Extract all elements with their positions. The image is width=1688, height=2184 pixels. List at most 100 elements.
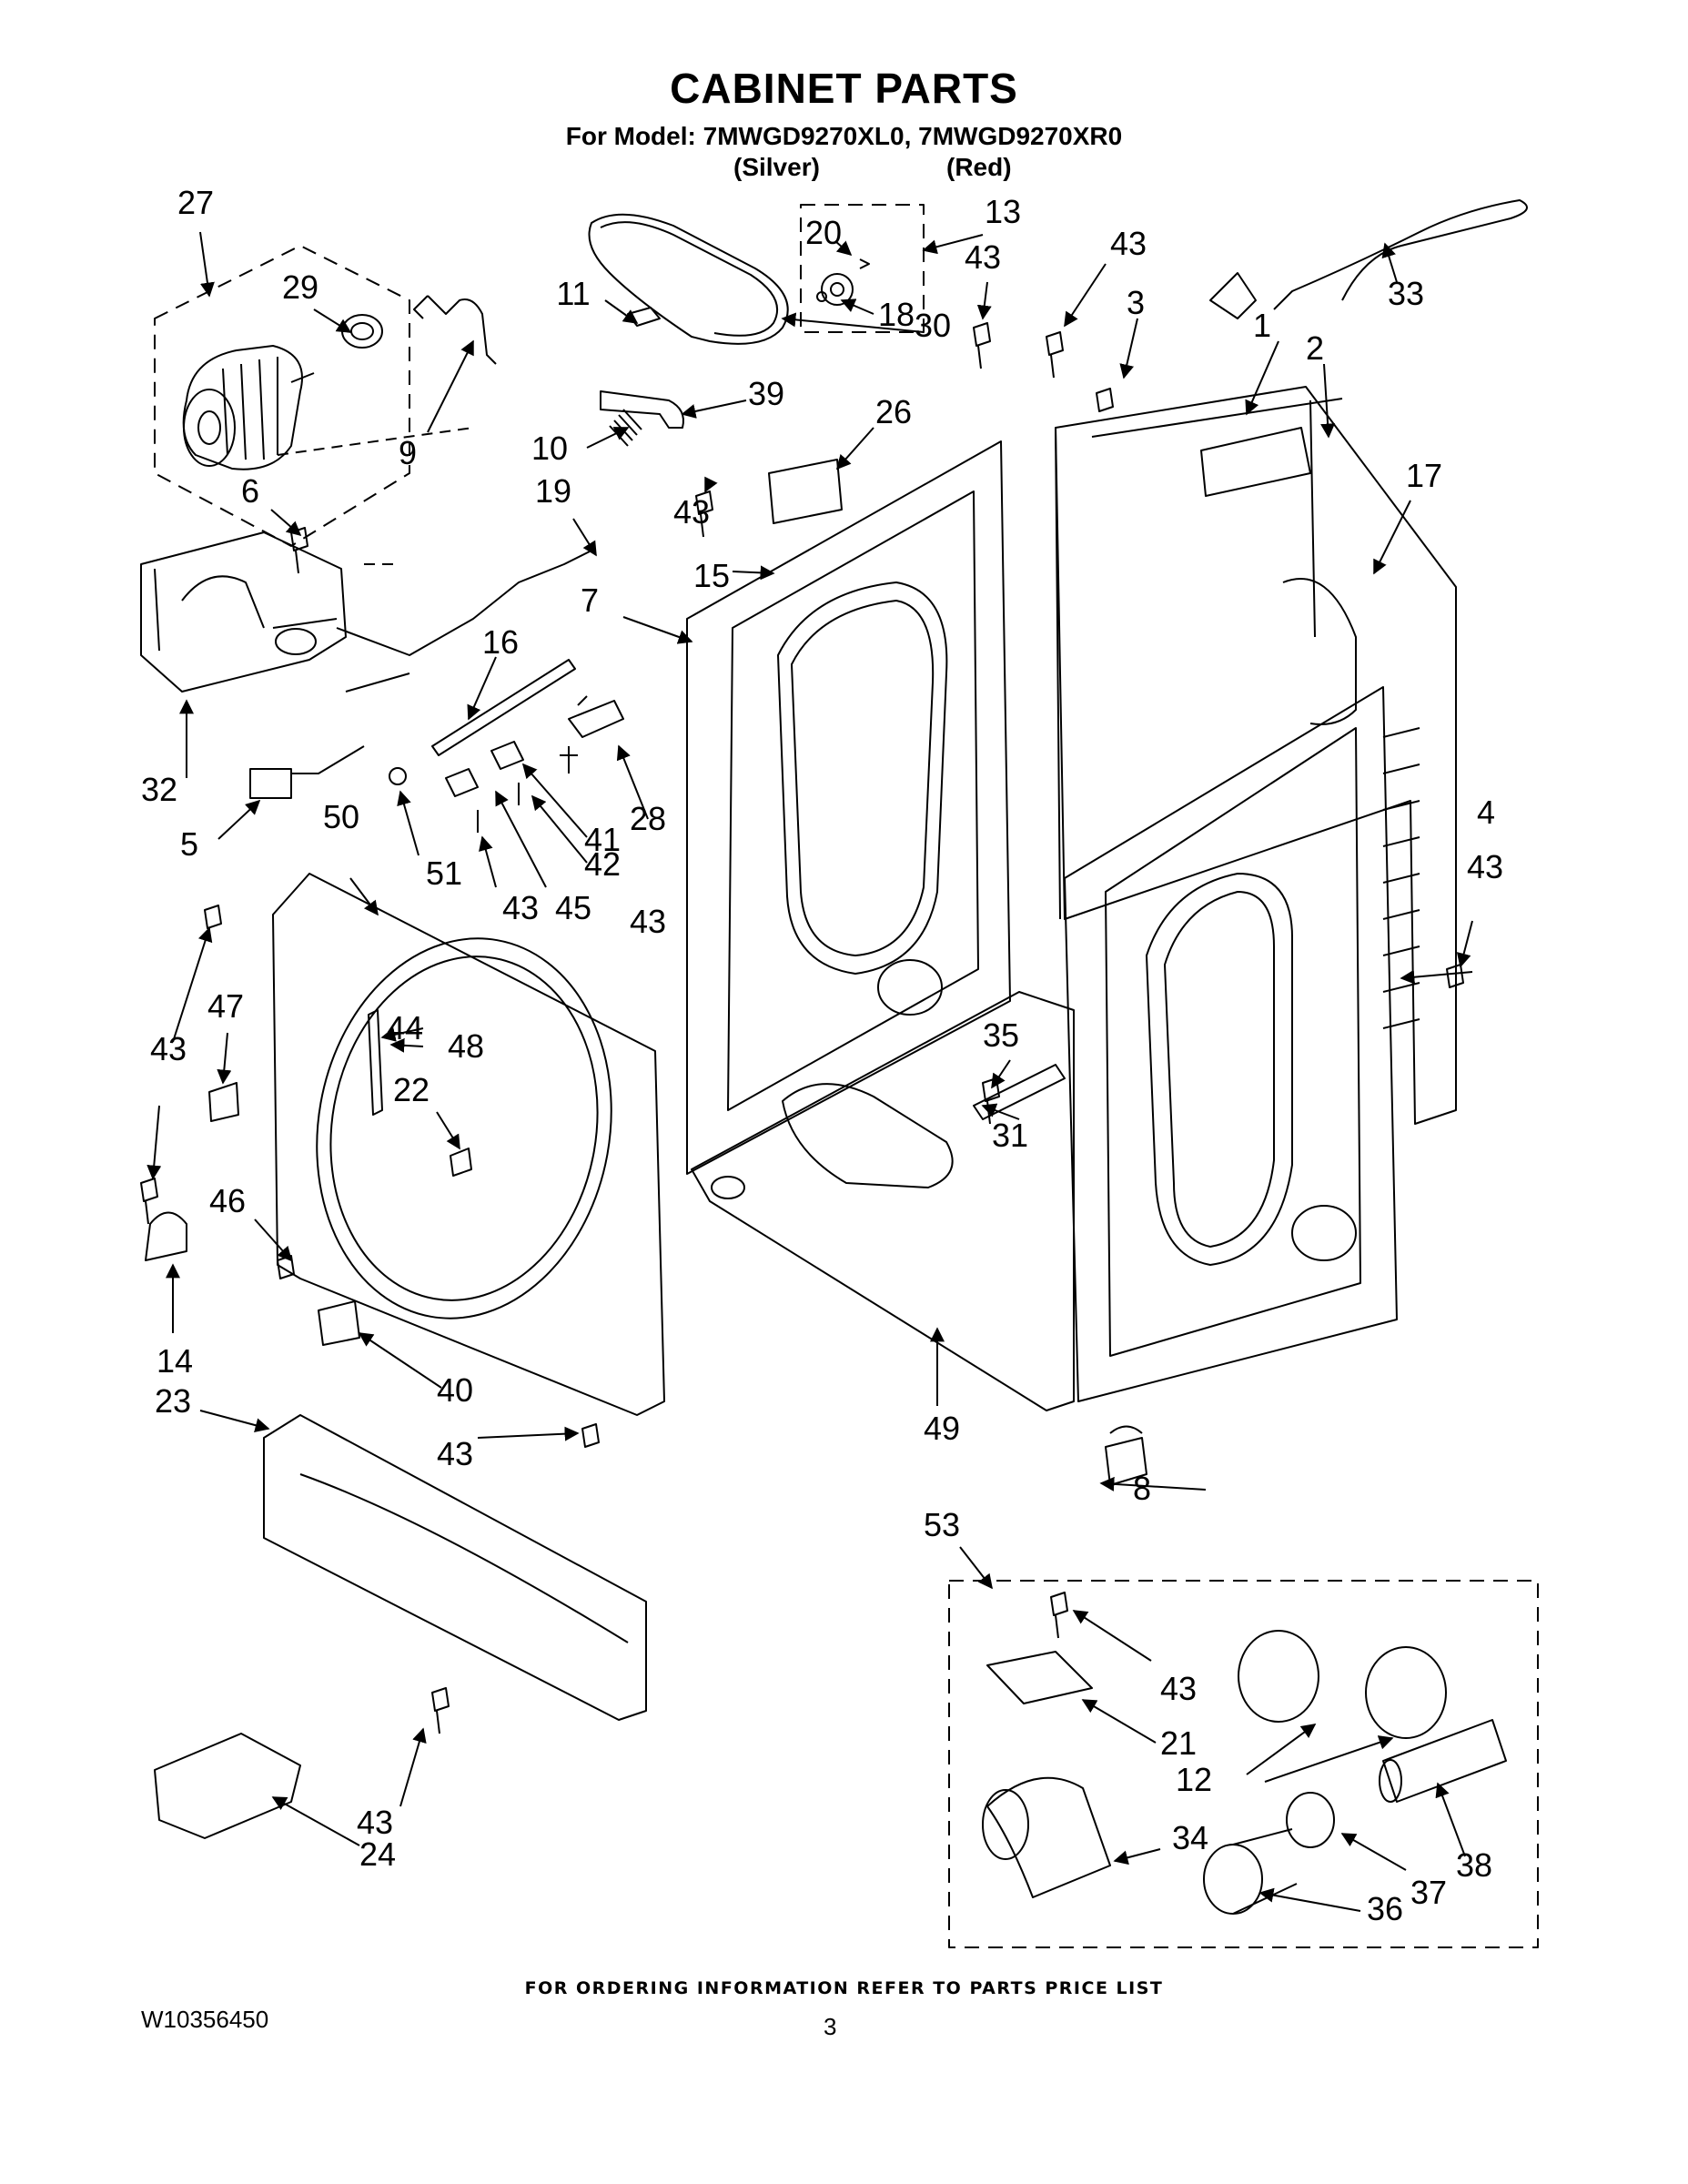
leader-29 — [313, 308, 352, 333]
callout-53: 53 — [924, 1506, 960, 1543]
leader-53 — [959, 1546, 993, 1590]
callout-28: 28 — [630, 800, 666, 837]
leader-28 — [616, 744, 649, 820]
burner-bracket — [140, 531, 347, 693]
leader-41 — [521, 763, 588, 838]
callout-43-j: 43 — [1160, 1670, 1197, 1707]
elbow-34 — [986, 1776, 1111, 1898]
callout-38: 38 — [1456, 1846, 1492, 1884]
callout-43-e: 43 — [150, 1030, 187, 1067]
callout-41: 41 — [584, 821, 621, 858]
cabinet-base — [691, 991, 1075, 1411]
leader-21 — [1081, 1699, 1157, 1744]
callout-20: 20 — [805, 214, 842, 251]
callout-24: 24 — [359, 1835, 396, 1873]
motor — [182, 345, 315, 470]
clamp-14 — [145, 1211, 187, 1261]
callout-7: 7 — [581, 581, 599, 619]
leader-20 — [834, 240, 853, 257]
leader-19 — [572, 518, 597, 557]
callout-39: 39 — [748, 375, 784, 412]
leader-44 — [380, 1027, 424, 1042]
access-cover-24 — [154, 1733, 301, 1839]
callout-2: 2 — [1306, 329, 1324, 367]
leader-27 — [199, 231, 215, 298]
leader-lines — [147, 231, 1473, 1912]
callout-50: 50 — [323, 798, 359, 835]
ring-37 — [1286, 1792, 1335, 1848]
callout-21: 21 — [1160, 1724, 1197, 1762]
leader-17 — [1373, 500, 1411, 575]
leader-35 — [991, 1059, 1011, 1089]
leader-48 — [389, 1037, 424, 1053]
model-line: For Model: 7MWGD9270XL0, 7MWGD9270XR0 — [565, 122, 1123, 150]
leader-39 — [681, 399, 747, 419]
callout-49: 49 — [924, 1410, 960, 1447]
callout-43-i: 43 — [357, 1804, 393, 1841]
variant-red-label: (Red) — [946, 153, 1012, 181]
callout-42: 42 — [584, 845, 621, 883]
motor-group-dashed-box — [154, 245, 410, 547]
toe-panel — [263, 1414, 647, 1721]
leader-23 — [199, 1410, 270, 1433]
leader-43c — [704, 476, 718, 493]
leader-11 — [604, 299, 639, 324]
control-bracket — [768, 459, 843, 524]
callout-29: 29 — [282, 268, 318, 306]
callout-36: 36 — [1367, 1890, 1403, 1927]
callout-17: 17 — [1406, 457, 1442, 494]
leader-43f — [147, 1105, 162, 1180]
leader-34 — [1113, 1848, 1161, 1866]
leader-5 — [217, 799, 261, 840]
callout-18: 18 — [878, 296, 915, 333]
leader-43i — [399, 1727, 427, 1807]
drum-shaft — [431, 659, 576, 756]
leader-47 — [217, 1032, 232, 1085]
callout-6: 6 — [241, 472, 259, 510]
leader-37 — [1340, 1833, 1407, 1871]
base-bracket-31 — [973, 1064, 1066, 1120]
latch-strike-22 — [450, 1148, 472, 1177]
leader-18 — [840, 298, 874, 315]
leader-12a — [1246, 1724, 1317, 1775]
callout-44: 44 — [387, 1009, 423, 1046]
callout-43-a: 43 — [1110, 225, 1147, 262]
leader-3 — [1119, 318, 1138, 379]
variant-silver-label: (Silver) — [733, 153, 820, 181]
leader-13 — [922, 234, 984, 255]
terminal-block-cover — [1200, 427, 1311, 497]
leader-15 — [732, 565, 775, 581]
callout-1: 1 — [1253, 307, 1271, 344]
callout-33: 33 — [1388, 275, 1424, 312]
tube-38 — [1382, 1719, 1507, 1803]
callout-46: 46 — [209, 1182, 246, 1219]
door-switch-44 — [368, 1009, 383, 1116]
leader-33 — [1381, 242, 1398, 283]
leader-36 — [1258, 1887, 1361, 1912]
callout-43-c: 43 — [673, 493, 710, 531]
hinge-bracket-41 — [490, 741, 524, 770]
callout-19: 19 — [535, 472, 571, 510]
leader-10 — [586, 427, 630, 449]
wire-harness — [336, 550, 592, 656]
leader-50 — [349, 877, 379, 916]
leader-43j — [1072, 1610, 1152, 1662]
leader-38 — [1435, 1782, 1466, 1857]
callout-32: 32 — [141, 771, 177, 808]
callout-12: 12 — [1176, 1761, 1212, 1798]
front-panel — [272, 873, 665, 1416]
idler-pulley — [816, 258, 870, 306]
leader-43a — [1064, 263, 1107, 328]
callout-35: 35 — [983, 1016, 1019, 1054]
callout-15: 15 — [693, 557, 730, 594]
page-title: CABINET PARTS — [670, 65, 1018, 112]
document-number: W10356450 — [141, 2006, 269, 2033]
idler-spring — [609, 409, 642, 447]
leader-6 — [270, 509, 302, 537]
leader-26 — [835, 427, 874, 470]
callout-30: 30 — [915, 307, 951, 344]
leader-7 — [622, 616, 693, 644]
leader-40 — [358, 1332, 442, 1389]
page-number: 3 — [824, 2013, 837, 2040]
